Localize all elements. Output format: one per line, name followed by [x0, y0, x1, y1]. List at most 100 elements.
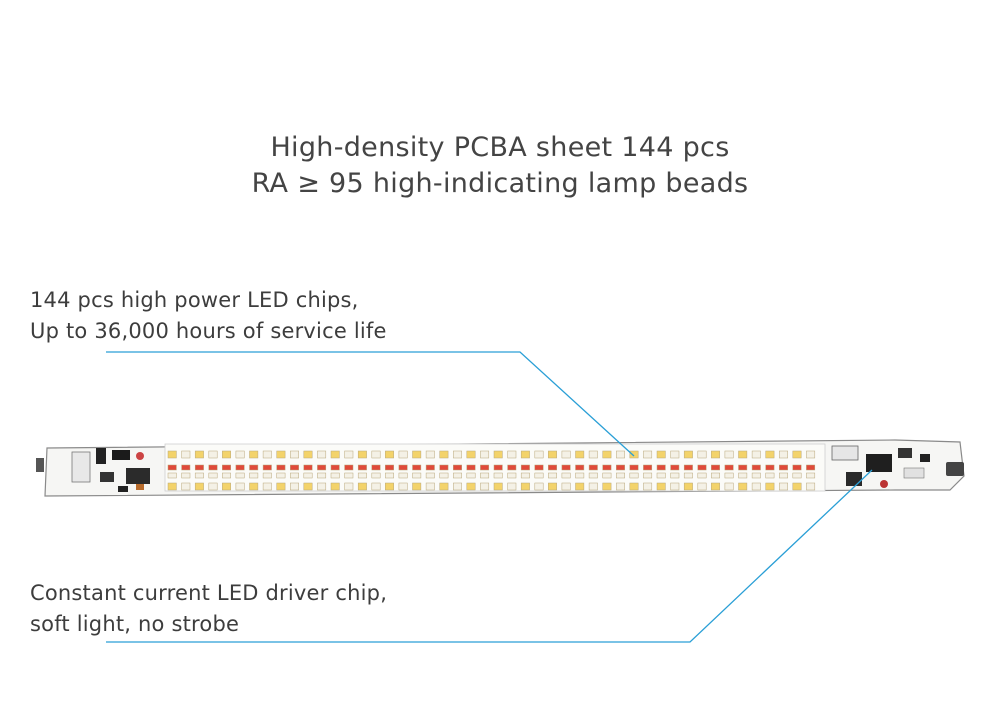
led-bead: [751, 450, 761, 459]
led-bead: [439, 472, 449, 479]
led-bead: [751, 482, 761, 491]
led-bead: [181, 464, 191, 471]
led-bead: [194, 450, 204, 459]
led-bead: [208, 482, 218, 491]
headline-line-1: High-density PCBA sheet 144 pcs: [270, 132, 730, 163]
led-bead: [548, 482, 557, 491]
led-bead: [317, 464, 327, 471]
led-bead: [412, 472, 422, 479]
led-bead: [561, 450, 571, 459]
led-bead: [643, 450, 653, 459]
led-bead: [249, 482, 259, 491]
led-bead: [561, 482, 571, 491]
led-bead: [792, 464, 802, 471]
led-bead: [616, 482, 625, 491]
led-bead: [208, 472, 218, 479]
led-bead: [222, 482, 231, 491]
led-bead: [629, 482, 639, 491]
led-bead: [235, 482, 245, 491]
led-bead: [751, 464, 761, 471]
led-bead: [317, 450, 327, 459]
led-bead: [534, 450, 544, 459]
led-bead: [520, 464, 530, 471]
led-bead: [181, 450, 191, 459]
led-bead: [643, 464, 653, 471]
led-bead: [290, 472, 299, 479]
led-bead: [398, 482, 408, 491]
led-bead: [629, 472, 639, 479]
led-bead: [792, 450, 802, 459]
led-bead: [425, 450, 435, 459]
led-bead: [697, 472, 707, 479]
led-bead: [656, 450, 666, 459]
led-bead: [276, 464, 286, 471]
led-bead: [711, 450, 720, 459]
led-bead: [575, 482, 585, 491]
led-bead: [357, 464, 367, 471]
led-bead: [724, 450, 734, 459]
led-bead: [453, 450, 462, 459]
led-bead: [765, 482, 775, 491]
led-bead: [194, 482, 204, 491]
led-bead: [711, 472, 720, 479]
led-bead: [167, 472, 177, 479]
led-bead: [330, 482, 340, 491]
led-bead: [262, 464, 272, 471]
led-bead: [276, 450, 286, 459]
led-bead: [385, 482, 394, 491]
led-bead: [779, 482, 788, 491]
led-bead: [493, 472, 503, 479]
led-bead: [425, 464, 435, 471]
led-bead: [575, 464, 585, 471]
headline-line-2: RA ≥ 95 high-indicating lamp beads: [251, 168, 749, 199]
led-bead: [317, 482, 327, 491]
led-bead: [602, 482, 612, 491]
led-bead: [792, 472, 802, 479]
led-bead: [276, 472, 286, 479]
led-bead: [697, 464, 707, 471]
led-bead: [765, 450, 775, 459]
led-bead: [167, 450, 177, 459]
led-bead: [779, 450, 788, 459]
led-bead: [303, 472, 313, 479]
led-bead: [575, 450, 585, 459]
led-bead: [235, 450, 245, 459]
led-bead: [412, 464, 422, 471]
led-bead: [548, 472, 557, 479]
led-bead: [643, 482, 653, 491]
led-bead: [548, 464, 557, 471]
led-bead: [303, 450, 313, 459]
led-bead: [330, 450, 340, 459]
led-bead: [792, 482, 802, 491]
led-bead: [249, 450, 259, 459]
led-bead: [493, 464, 503, 471]
led-bead: [588, 482, 598, 491]
led-bead: [806, 472, 816, 479]
led-bead: [466, 472, 476, 479]
led-bead: [290, 450, 299, 459]
led-bead: [738, 482, 748, 491]
led-bead: [643, 472, 653, 479]
led-bead: [724, 472, 734, 479]
led-bead: [602, 464, 612, 471]
led-bead: [181, 482, 191, 491]
led-bead: [507, 450, 517, 459]
led-bead: [344, 464, 354, 471]
callout-driver-chip-line-1: Constant current LED driver chip,: [30, 581, 388, 605]
led-bead: [806, 482, 816, 491]
led-bead: [480, 464, 490, 471]
led-bead: [656, 482, 666, 491]
led-bead: [453, 472, 462, 479]
led-bead: [344, 482, 354, 491]
led-bead: [371, 464, 381, 471]
led-bead: [670, 464, 680, 471]
led-bead: [534, 472, 544, 479]
led-bead: [738, 472, 748, 479]
led-bead: [208, 464, 218, 471]
led-bead: [330, 464, 340, 471]
led-bead: [520, 482, 530, 491]
led-bead: [466, 464, 476, 471]
led-bead: [453, 482, 462, 491]
led-bead: [724, 482, 734, 491]
led-bead: [412, 450, 422, 459]
